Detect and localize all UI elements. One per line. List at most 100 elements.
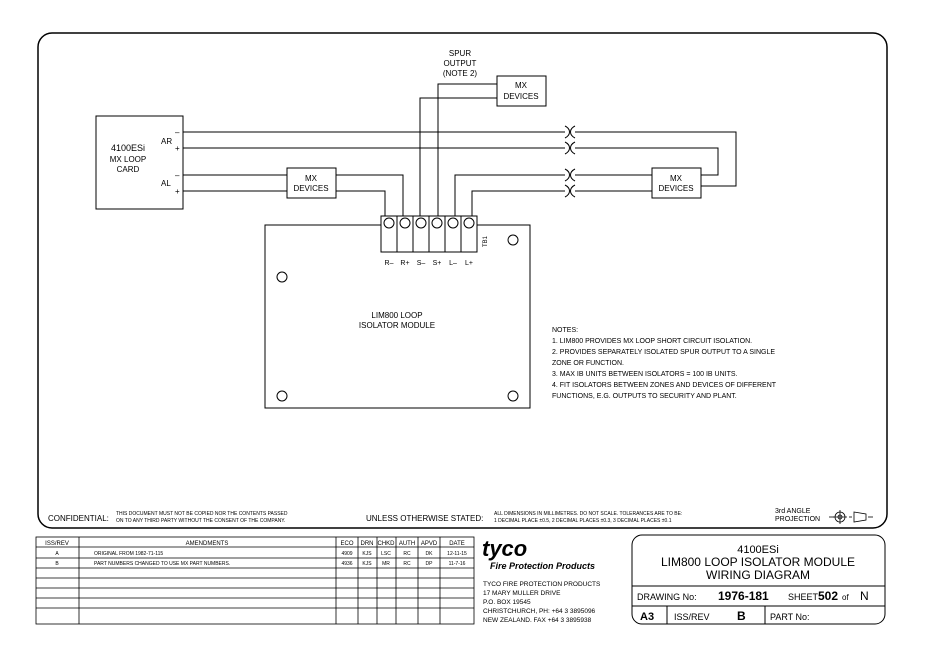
spur-output-line1: SPUR: [449, 49, 471, 58]
rev-cell: MR: [382, 561, 390, 567]
tyco-logo: tyco: [482, 536, 527, 561]
rev-cell: 12-11-15: [447, 551, 467, 557]
confidential-label: CONFIDENTIAL:: [48, 514, 109, 523]
note-line: ZONE OR FUNCTION.: [552, 360, 624, 367]
drawing-no-value: 1976-181: [718, 589, 769, 603]
note-line: 4. FIT ISOLATORS BETWEEN ZONES AND DEVIC…: [552, 382, 777, 389]
rev-cell: KJS: [362, 561, 372, 567]
module-label-line2: ISOLATOR MODULE: [359, 321, 435, 330]
terminal-ar-label: AR: [161, 137, 172, 146]
terminal-label-r-minus: R–: [385, 260, 394, 267]
module-label-line1: LIM800 LOOP: [371, 311, 422, 320]
rev-header-chkd: CHKD: [377, 541, 395, 547]
card-label-line3: CARD: [117, 165, 140, 174]
revision-table-header: ISS/REV AMENDMENTS ECO DRN CHKD AUTH APV…: [45, 541, 465, 547]
rev-header-date: DATE: [449, 541, 465, 547]
revision-table: [35, 536, 475, 625]
rev-cell: DP: [426, 561, 434, 567]
sheet-label: SHEET: [788, 592, 819, 602]
company-subtitle: Fire Protection Products: [490, 561, 595, 571]
iss-rev-value: B: [737, 609, 746, 623]
mx-devices-right-line2: DEVICES: [658, 184, 693, 193]
rev-cell: LSC: [381, 551, 391, 557]
mounting-hole-icon: [276, 390, 288, 402]
sheet-size: A3: [640, 611, 654, 623]
mounting-hole-icon: [507, 390, 519, 402]
address-line: NEW ZEALAND. FAX +64 3 3895938: [483, 617, 592, 624]
mx-devices-left-line2: DEVICES: [293, 184, 328, 193]
mx-devices-spur-box: [496, 75, 547, 107]
sheet-of-label: of: [842, 593, 849, 602]
mx-devices-left-box: [286, 167, 337, 199]
drawing-no-label: DRAWING No:: [637, 592, 697, 602]
table-row: B PART NUMBERS CHANGED TO USE MX PART NU…: [55, 561, 465, 567]
rev-cell: B: [55, 561, 59, 567]
rev-cell: RC: [403, 561, 411, 567]
terminal-ar-plus: +: [175, 144, 180, 153]
sheet-number: 502: [818, 589, 838, 603]
title-block: [631, 534, 886, 625]
mounting-hole-icon: [276, 271, 288, 283]
terminal-al-label: AL: [161, 179, 171, 188]
third-angle-projection-icon: [829, 510, 873, 524]
terminal-al-plus: +: [175, 187, 180, 196]
mx-devices-right-line1: MX: [670, 174, 683, 183]
card-label-line2: MX LOOP: [110, 155, 146, 164]
mx-devices-right-box: [651, 167, 702, 199]
terminal-label-s-minus: S–: [417, 260, 426, 267]
rev-cell: RC: [403, 551, 411, 557]
rev-header-iss: ISS/REV: [45, 541, 69, 547]
tolerances-text-line1: ALL DIMENSIONS IN MILLIMETRES. DO NOT SC…: [494, 511, 682, 517]
rev-header-auth: AUTH: [399, 541, 415, 547]
terminal-screw-icon: [447, 217, 459, 229]
terminal-screw-icon: [415, 217, 427, 229]
tolerances-text-line2: 1 DECIMAL PLACE ±0.5, 2 DECIMAL PLACES ±…: [494, 518, 672, 524]
note-line: 2. PROVIDES SEPARATELY ISOLATED SPUR OUT…: [552, 349, 775, 356]
terminal-label-l-plus: L+: [465, 260, 473, 267]
mx-loop-card-box: [95, 115, 184, 210]
terminal-label-s-plus: S+: [433, 260, 442, 267]
rev-cell: PART NUMBERS CHANGED TO USE MX PART NUMB…: [94, 561, 230, 567]
note-line: 3. MAX IB UNITS BETWEEN ISOLATORS = 100 …: [552, 371, 738, 378]
spur-output-line3: (NOTE 2): [443, 69, 478, 78]
address-line: 17 MARY MULLER DRIVE: [483, 590, 561, 597]
projection-line1: 3rd ANGLE: [775, 508, 811, 515]
address-line: P.O. BOX 19545: [483, 599, 531, 606]
rev-header-apvd: APVD: [421, 541, 438, 547]
terminal-block: [380, 215, 478, 253]
title-line1: 4100ESi: [737, 544, 779, 556]
terminal-screw-icon: [399, 217, 411, 229]
rev-cell: 4936: [341, 561, 352, 567]
card-label-line1: 4100ESi: [111, 143, 145, 153]
rev-cell: A: [55, 551, 59, 557]
notes-heading: NOTES:: [552, 327, 578, 334]
rev-cell: KJS: [362, 551, 372, 557]
notes: NOTES: 1. LIM800 PROVIDES MX LOOP SHORT …: [552, 327, 777, 400]
rev-header-drn: DRN: [361, 541, 374, 547]
terminal-label-l-minus: L–: [449, 260, 457, 267]
rev-cell: 4909: [341, 551, 352, 557]
note-line: 1. LIM800 PROVIDES MX LOOP SHORT CIRCUIT…: [552, 338, 752, 345]
terminal-label-r-plus: R+: [400, 260, 409, 267]
terminal-block-id: TB1: [483, 235, 489, 247]
rev-cell: ORIGINAL FROM 1982-71-115: [94, 551, 163, 557]
rev-header-amendments: AMENDMENTS: [186, 541, 229, 547]
mounting-hole-icon: [507, 234, 519, 246]
terminal-screw-icon: [383, 217, 395, 229]
rev-cell: DK: [426, 551, 434, 557]
title-line2: LIM800 LOOP ISOLATOR MODULE: [661, 555, 855, 569]
spur-output-line2: OUTPUT: [444, 59, 477, 68]
address-line: CHRISTCHURCH, PH: +64 3 3895096: [483, 608, 596, 615]
unless-stated-label: UNLESS OTHERWISE STATED:: [366, 514, 483, 523]
mx-devices-left-line1: MX: [305, 174, 318, 183]
terminal-ar-minus: –: [175, 128, 180, 137]
terminal-screw-icon: [431, 217, 443, 229]
iss-rev-label: ISS/REV: [674, 612, 710, 622]
confidential-text-line2: ON TO ANY THIRD PARTY WITHOUT THE CONSEN…: [116, 518, 285, 524]
drawing-frame: [37, 32, 888, 529]
title-line3: WIRING DIAGRAM: [706, 568, 810, 582]
table-row: A ORIGINAL FROM 1982-71-115 4909 KJS LSC…: [55, 551, 467, 557]
sheet-total: N: [860, 589, 869, 603]
note-line: FUNCTIONS, E.G. OUTPUTS TO SECURITY AND …: [552, 393, 737, 400]
